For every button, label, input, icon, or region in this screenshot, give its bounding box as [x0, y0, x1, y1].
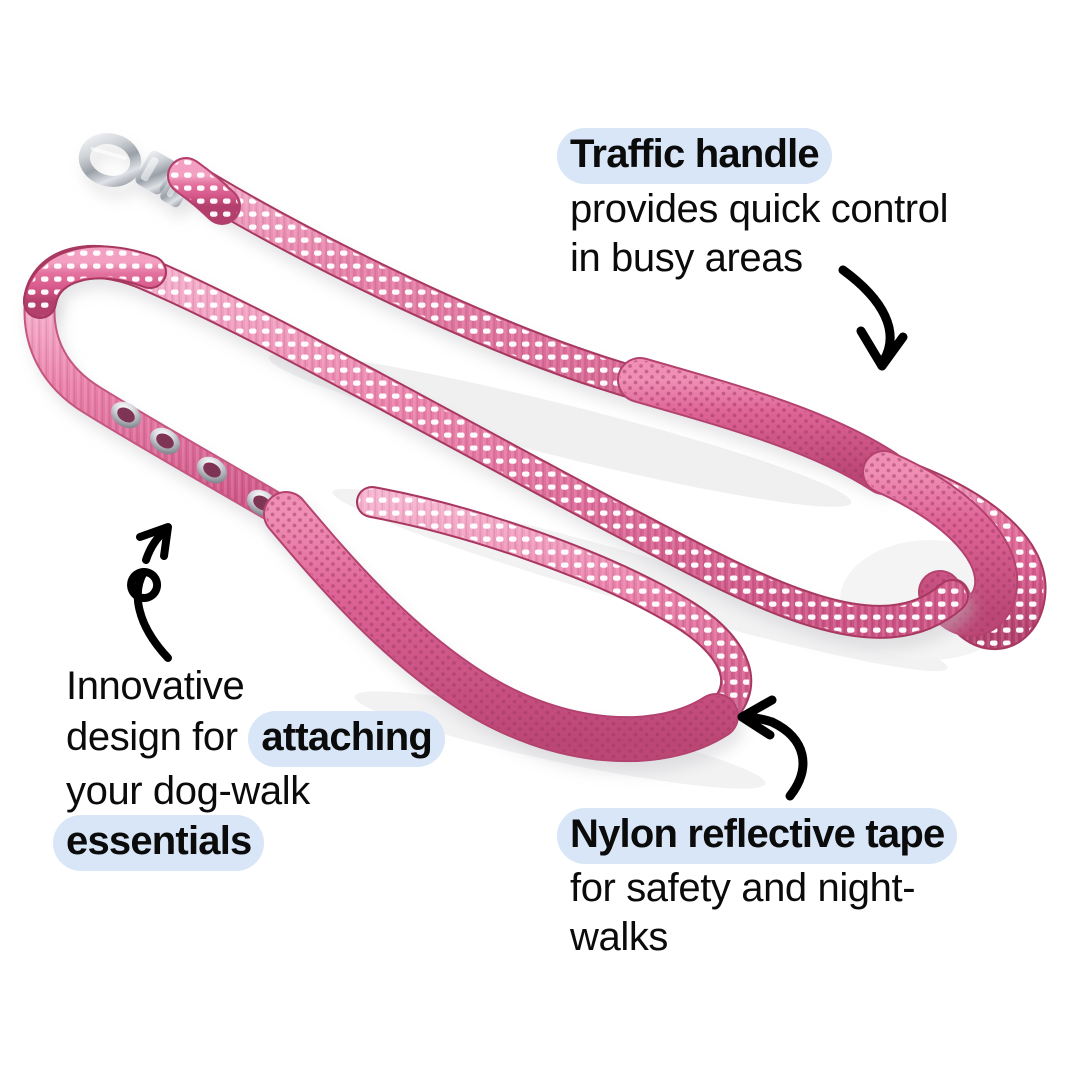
- nylon-reflective-tape-highlight: Nylon reflective tape: [557, 808, 958, 864]
- callout-innovative-line-2: design for attaching: [66, 710, 445, 767]
- callout-nylon-line-1: for safety and night-: [570, 865, 916, 910]
- callout-nylon-line-2: walks: [570, 914, 669, 959]
- callout-innovative-line-3: your dog-walk: [66, 768, 310, 813]
- left-strap-bend: [23, 245, 167, 319]
- clasp-webbing-fold: [167, 157, 241, 225]
- callout-innovative-line-4: essentials: [53, 815, 445, 872]
- grommet-eyelets: [111, 401, 277, 517]
- callout-innovative-line-1: Innovative: [66, 664, 245, 708]
- callout-nylon-reflective-tape: Nylon reflective tape for safety and nig…: [557, 808, 958, 961]
- callout-traffic-line-1: provides quick control: [570, 186, 949, 231]
- callout-innovative-design: Innovative design for attaching your dog…: [53, 662, 445, 872]
- attaching-highlight: attaching: [248, 710, 445, 767]
- essentials-highlight: essentials: [53, 815, 265, 872]
- callout-innovative-line-2-prefix: design for: [66, 714, 249, 759]
- traffic-handle-highlight: Traffic handle: [557, 128, 832, 184]
- main-handle-padding-lower: [862, 450, 1019, 637]
- callout-nylon-highlight-line: Nylon reflective tape: [557, 808, 958, 864]
- callout-traffic-handle: Traffic handle provides quick control in…: [557, 128, 949, 282]
- callout-traffic-highlight-line: Traffic handle: [557, 128, 948, 184]
- callout-traffic-line-2: in busy areas: [570, 235, 803, 280]
